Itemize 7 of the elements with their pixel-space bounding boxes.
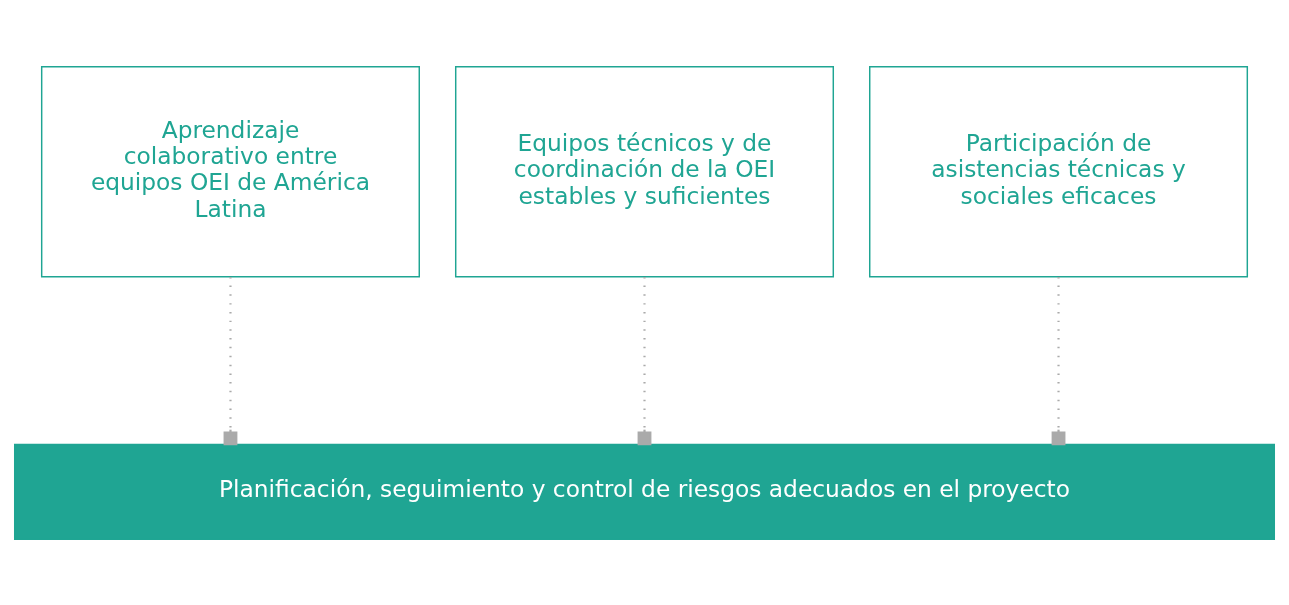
node-box: Equipos técnicos y de coordinación de la OEI estables y suficientes [454,65,834,277]
node-box: Aprendizaje colaborativo entre equipos OEI de América Latina [40,65,420,277]
connector [637,276,652,445]
node-box: Participación de asistencias técnicas y sociales eficaces [869,65,1249,277]
node-box: Planificación, seguimiento y control de riesgos adecuados en el proyecto [14,443,1275,540]
connector [223,276,238,445]
connector [1051,276,1066,445]
